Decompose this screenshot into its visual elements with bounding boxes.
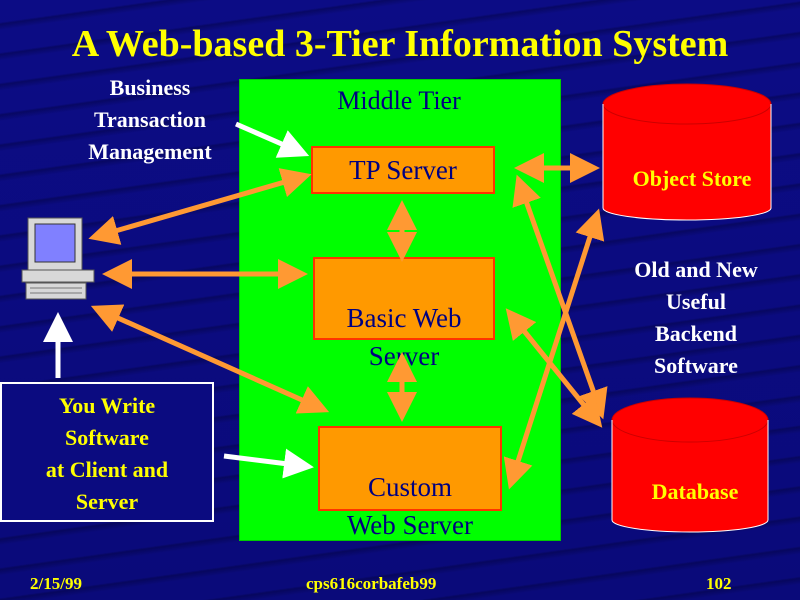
database-label: Database: [651, 479, 739, 504]
custom-web-server-label: Custom Web Server: [346, 472, 474, 540]
client-custom-arrow: [90, 304, 330, 414]
object-store-cylinder: [602, 83, 772, 221]
btm-label: Business Transaction Management: [88, 75, 212, 164]
basic-web-server-label: Basic Web Server: [346, 303, 462, 371]
custom-web-server-box: Custom Web Server: [318, 426, 502, 540]
btm-arrow: [234, 121, 310, 158]
backend-label: Old and New Useful Backend Software: [634, 257, 758, 378]
you-write-arrow: [223, 448, 314, 479]
database-cylinder: [611, 397, 769, 533]
custom-objectstore-arrow: [503, 208, 605, 490]
tp-server-box: TP Server: [311, 146, 495, 194]
middle-tier-title: Middle Tier: [337, 86, 461, 115]
slide-title: A Web-based 3-Tier Information System: [71, 23, 729, 65]
client-tp-arrow: [88, 168, 312, 245]
computer-icon: [21, 217, 95, 300]
basic-web-server-box: Basic Web Server: [313, 257, 495, 371]
object-store-label: Object Store: [632, 166, 752, 191]
footer-page: 102: [706, 574, 732, 593]
tp-server-label: TP Server: [349, 155, 457, 185]
footer-date: 2/15/99: [30, 574, 82, 593]
footer-source: cps616corbafeb99: [306, 574, 437, 593]
